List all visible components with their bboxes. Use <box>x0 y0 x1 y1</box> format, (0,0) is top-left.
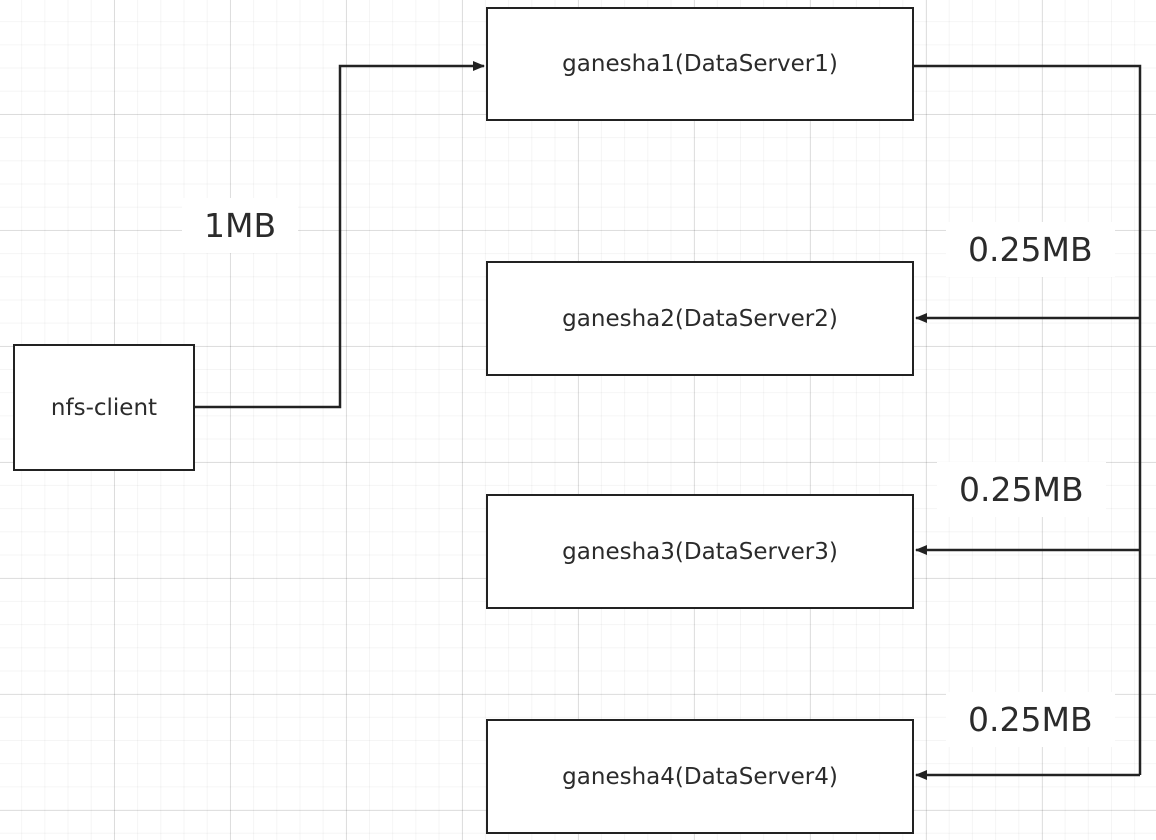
edge-label-server2: 0.25MB <box>946 222 1115 277</box>
server4-label: ganesha4(DataServer4) <box>562 763 838 790</box>
server4-node[interactable]: ganesha4(DataServer4) <box>486 719 914 834</box>
server3-label: ganesha3(DataServer3) <box>562 538 838 565</box>
edge-label-server4: 0.25MB <box>946 692 1115 747</box>
nfs-client-node[interactable]: nfs-client <box>13 344 195 471</box>
edge-label-server3: 0.25MB <box>937 462 1106 517</box>
nfs-client-label: nfs-client <box>50 394 158 421</box>
server1-node[interactable]: ganesha1(DataServer1) <box>486 7 914 121</box>
server2-node[interactable]: ganesha2(DataServer2) <box>486 261 914 376</box>
server3-node[interactable]: ganesha3(DataServer3) <box>486 494 914 609</box>
edge-server1-trunk <box>914 64 1142 775</box>
server2-label: ganesha2(DataServer2) <box>562 305 838 332</box>
edge-client-to-server1 <box>195 61 485 409</box>
edge-label-1mb: 1MB <box>182 198 299 253</box>
server1-label: ganesha1(DataServer1) <box>562 51 838 77</box>
